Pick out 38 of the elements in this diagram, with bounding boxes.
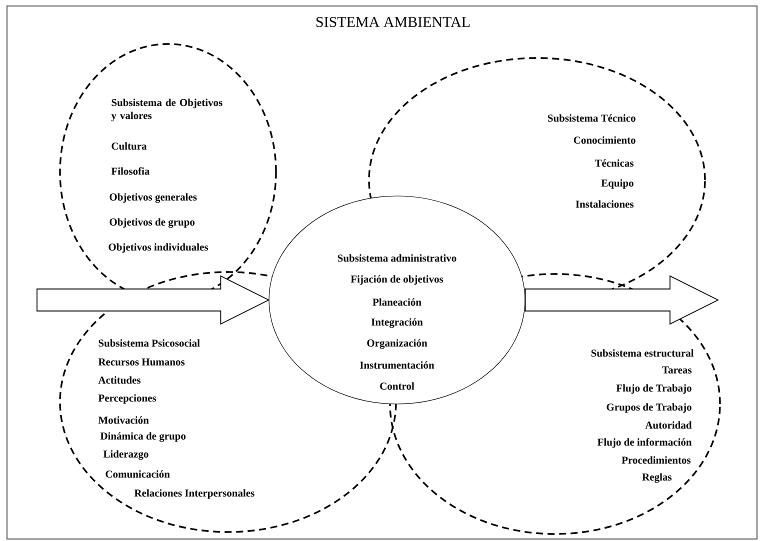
item-text: Filosofia [111,167,150,175]
item-text: Organización [367,339,428,349]
item-text: Dinámica de grupo [100,432,186,442]
item-text: Recursos Humanos [98,358,185,366]
item-text: Subsistema de Objetivos y valores [111,98,222,122]
item-text: Equipo [601,179,634,189]
item-text: Reglas [642,473,672,483]
item-text: Flujo de información [597,438,692,448]
item-text: Técnicas [594,159,634,167]
item-text: Grupos de Trabajo [606,403,692,413]
item-text: Instrumentación [360,361,434,369]
item-text: Percepciones [98,394,156,404]
item-text: Integración [371,318,423,328]
item-text: Flujo de Trabajo [616,384,692,394]
block-arrow [524,275,719,325]
item-text: Cultura [112,142,147,150]
item-text: Fijación de objetivos [350,275,444,285]
item-text: Liderazgo [103,450,148,460]
item-text: Subsistema Psicosocial [98,339,200,347]
item-text: Subsistema Técnico [548,114,636,122]
item-text: Objetivos individuales [108,243,208,253]
item-text: Tareas [662,366,692,374]
item-text: Motivación [98,416,149,424]
item-text: Procedimientos [622,456,691,464]
item-text: Conocimiento [574,136,636,144]
item-text: Subsistema administrativo [338,254,456,262]
item-text: Autoridad [645,421,692,429]
item-text: Actitudes [98,376,141,384]
item-text: Comunicación [106,470,170,478]
item-text: Control [380,382,414,390]
item-text: Relaciones Interpersonales [134,489,254,499]
block-arrow [36,275,270,325]
item-text: Objetivos de grupo [110,218,195,228]
item-text: Planeación [372,298,422,306]
item-text: Instalaciones [576,200,634,208]
item-text: Objetivos generales [110,193,197,203]
title: SISTEMA AMBIENTAL [316,16,470,28]
item-text: Subsistema estructural [591,349,694,357]
